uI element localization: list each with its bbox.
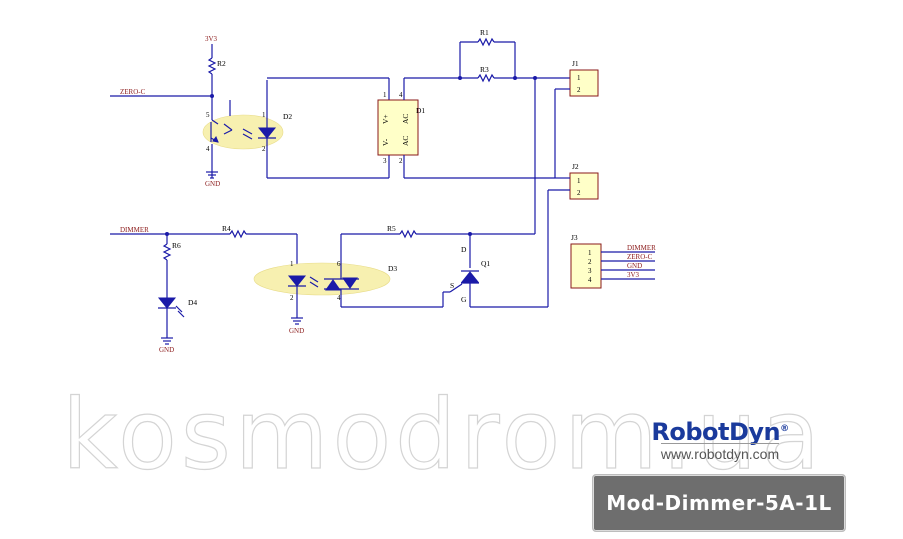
svg-text:DIMMER: DIMMER	[627, 244, 656, 252]
r5-resistor: R5	[341, 78, 536, 239]
svg-text:2: 2	[262, 145, 266, 153]
svg-text:V-: V-	[381, 138, 390, 146]
svg-text:4: 4	[337, 294, 341, 302]
svg-text:AC: AC	[401, 114, 410, 124]
svg-text:5: 5	[206, 111, 210, 119]
svg-text:R4: R4	[222, 224, 231, 233]
svg-text:R3: R3	[480, 65, 489, 74]
svg-text:D1: D1	[416, 106, 425, 115]
svg-text:3: 3	[383, 157, 387, 165]
svg-text:R5: R5	[387, 224, 396, 233]
svg-text:DIMMER: DIMMER	[120, 226, 149, 234]
svg-text:6: 6	[337, 260, 341, 268]
d1-bridge-rectifier: 1 3 4 2 V+ V- AC AC D1	[267, 77, 555, 179]
svg-text:1: 1	[577, 177, 581, 185]
svg-text:1: 1	[588, 249, 592, 257]
svg-text:J2: J2	[572, 162, 579, 171]
d4-led: D4 GND	[157, 297, 197, 354]
svg-text:2: 2	[588, 258, 592, 266]
svg-text:4: 4	[206, 145, 210, 153]
svg-text:4: 4	[588, 276, 592, 284]
j3-header: J3 1 2 3 4 DIMMER ZERO-C GND 3V3	[570, 233, 656, 289]
zero-c-net: ZERO-C	[110, 88, 214, 98]
svg-text:ZERO-C: ZERO-C	[627, 253, 653, 261]
svg-text:4: 4	[399, 91, 403, 99]
svg-text:1: 1	[577, 74, 581, 82]
svg-text:R6: R6	[172, 241, 181, 250]
svg-text:GND: GND	[627, 262, 642, 270]
svg-text:R2: R2	[217, 59, 226, 68]
svg-text:R1: R1	[480, 28, 489, 37]
gnd-symbol-d2: GND	[205, 171, 220, 188]
j1-connector: J1 1 2	[554, 59, 599, 178]
svg-text:D: D	[461, 245, 467, 254]
svg-text:AC: AC	[401, 136, 410, 146]
svg-text:J3: J3	[571, 233, 578, 242]
svg-text:D4: D4	[188, 298, 197, 307]
svg-text:1: 1	[290, 260, 294, 268]
svg-text:GND: GND	[159, 346, 174, 354]
model-name-plate: Mod-Dimmer-5A-1L	[592, 474, 846, 532]
svg-text:2: 2	[577, 189, 581, 197]
svg-text:J1: J1	[572, 59, 579, 68]
svg-text:V+: V+	[381, 114, 390, 124]
svg-text:3V3: 3V3	[627, 271, 640, 279]
svg-text:S: S	[450, 281, 454, 290]
svg-text:3V3: 3V3	[205, 35, 218, 43]
r2-resistor: 3V3 R2	[205, 35, 226, 96]
r1-r3-resistors: R1 R3	[404, 28, 570, 83]
svg-text:2: 2	[290, 294, 294, 302]
svg-text:2: 2	[399, 157, 403, 165]
dimmer-net: DIMMER	[110, 226, 230, 236]
d3-optotriac: 1 2 6 4 D3 GND	[253, 234, 443, 335]
r6-resistor: R6	[162, 234, 181, 298]
model-name: Mod-Dimmer-5A-1L	[606, 491, 832, 515]
j2-connector: J2 1 2	[547, 162, 599, 307]
brand-url: www.robotdyn.com	[660, 443, 780, 462]
svg-text:ZERO-C: ZERO-C	[120, 88, 146, 96]
q1-triac: D S G Q1	[442, 234, 548, 308]
svg-text:1: 1	[383, 91, 387, 99]
svg-text:1: 1	[262, 111, 266, 119]
svg-text:D2: D2	[283, 112, 292, 121]
watermark-text: kosmodrom.ua	[62, 379, 824, 491]
brand-logo-text: RobotDyn®	[651, 418, 789, 446]
svg-text:D3: D3	[388, 264, 397, 273]
d2-optocoupler: 5 4 1 2 D2	[202, 80, 292, 178]
svg-text:2: 2	[577, 86, 581, 94]
svg-text:Q1: Q1	[481, 259, 490, 268]
svg-text:G: G	[461, 295, 467, 304]
svg-text:GND: GND	[289, 327, 304, 335]
robotdyn-logo: RobotDyn® www.robotdyn.com	[610, 418, 830, 464]
svg-text:3: 3	[588, 267, 592, 275]
svg-text:GND: GND	[205, 180, 220, 188]
